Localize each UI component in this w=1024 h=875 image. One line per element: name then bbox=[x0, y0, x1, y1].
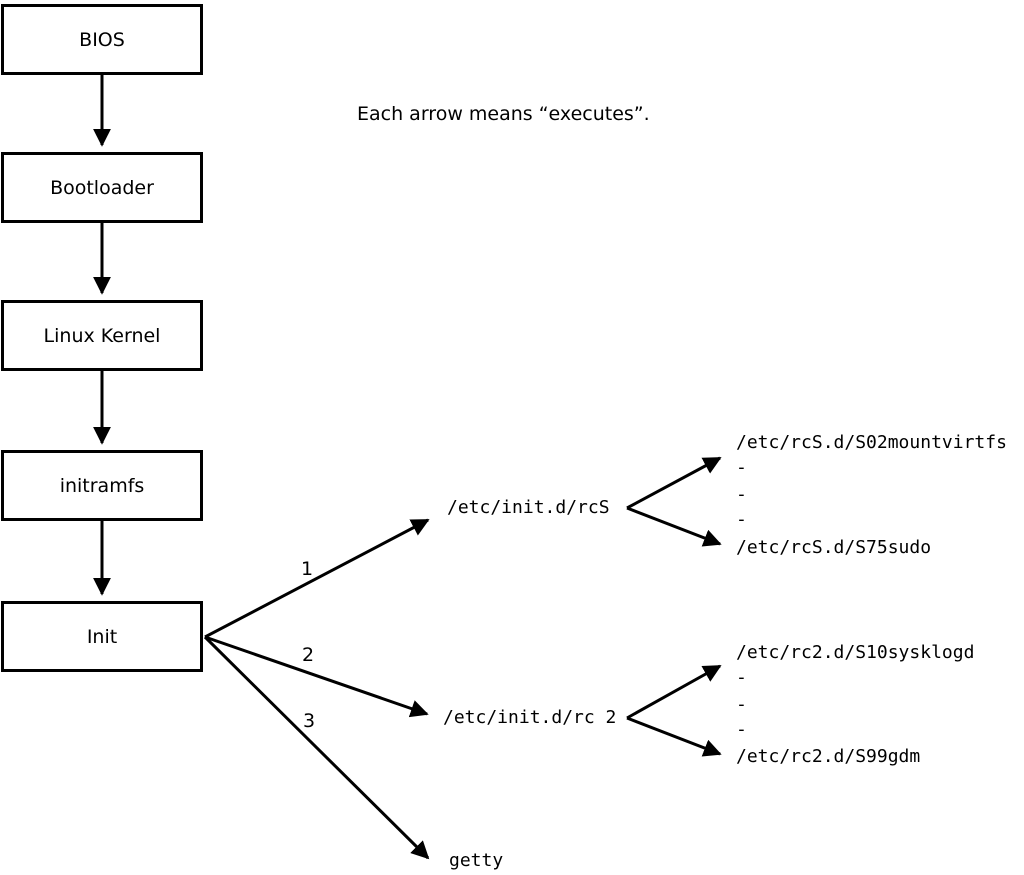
rcs-ellipsis-dash: - bbox=[736, 457, 747, 478]
arrow-rcs-to-first-script bbox=[626, 456, 722, 510]
rc2-ellipsis-dash: - bbox=[736, 719, 747, 740]
node-bootloader: Bootloader bbox=[1, 152, 203, 223]
arrow-init-to-getty bbox=[203, 635, 430, 860]
arrow-rc2-to-last-script bbox=[626, 716, 722, 757]
node-linux-kernel-label: Linux Kernel bbox=[43, 324, 161, 347]
rcs-ellipsis-dash: - bbox=[736, 509, 747, 530]
caption-arrow-meaning: Each arrow means “executes”. bbox=[357, 103, 650, 125]
arrow-init-to-rcs bbox=[204, 518, 430, 639]
target-etc-init-d-rcs: /etc/init.d/rcS bbox=[447, 497, 610, 518]
node-init-label: Init bbox=[86, 625, 118, 648]
branch-number-3: 3 bbox=[303, 710, 316, 732]
target-etc-init-d-rc2: /etc/init.d/rc 2 bbox=[443, 707, 617, 728]
node-bootloader-label: Bootloader bbox=[50, 176, 154, 199]
rcs-script-first: /etc/rcS.d/S02mountvirtfs bbox=[736, 432, 1007, 453]
node-init: Init bbox=[1, 601, 203, 672]
arrow-rc2-to-first-script bbox=[626, 664, 722, 720]
node-bios-label: BIOS bbox=[79, 28, 125, 51]
branch-number-1: 1 bbox=[301, 558, 314, 580]
rcs-ellipsis-dash: - bbox=[736, 484, 747, 505]
node-linux-kernel: Linux Kernel bbox=[1, 300, 203, 371]
arrow-init-to-rc2 bbox=[204, 635, 429, 718]
rcs-script-last: /etc/rcS.d/S75sudo bbox=[736, 537, 932, 558]
target-getty: getty bbox=[449, 850, 504, 871]
rc2-script-first: /etc/rc2.d/S10sysklogd bbox=[736, 642, 975, 663]
branch-number-2: 2 bbox=[302, 644, 315, 666]
rc2-ellipsis-dash: - bbox=[736, 667, 747, 688]
node-initramfs-label: initramfs bbox=[59, 474, 145, 497]
node-initramfs: initramfs bbox=[1, 450, 203, 521]
node-bios: BIOS bbox=[1, 4, 203, 75]
rc2-ellipsis-dash: - bbox=[736, 694, 747, 715]
arrow-rcs-to-last-script bbox=[626, 506, 722, 547]
rc2-script-last: /etc/rc2.d/S99gdm bbox=[736, 746, 921, 767]
